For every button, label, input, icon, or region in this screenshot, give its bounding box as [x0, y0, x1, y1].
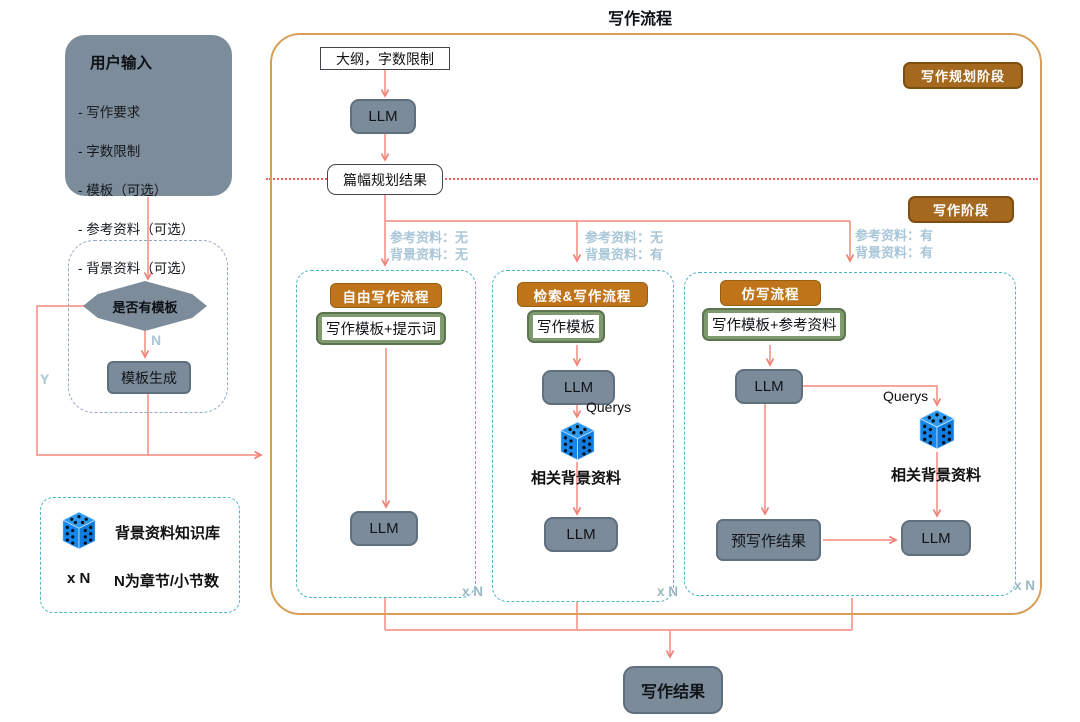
legend-repeat-label: x N	[67, 570, 91, 587]
flow-title-badge: 仿写流程	[720, 280, 821, 306]
flow-column-retrieval	[492, 270, 674, 602]
user-input-item: - 字数限制	[78, 143, 141, 159]
llm-node: LLM	[350, 511, 418, 546]
planning-result-node: 篇幅规划结果	[327, 164, 443, 195]
knowledge-base-cube-icon	[560, 421, 595, 461]
querys-label: Querys	[586, 399, 632, 415]
user-input-panel: 用户输入 - 写作要求 - 字数限制 - 模板（可选） - 参考资料（可选） -…	[65, 35, 232, 276]
template-node-label: 写作模板	[533, 315, 599, 338]
flow-title-badge: 自由写作流程	[330, 283, 442, 308]
planning-llm-node: LLM	[350, 99, 416, 134]
flow-title-badge: 检索&写作流程	[517, 282, 648, 307]
template-check-group	[68, 240, 228, 413]
template-generator-node: 模板生成	[107, 361, 191, 394]
branch-condition-label: 参考资料：无 背景资料：无	[390, 230, 469, 262]
decision-yes-label: Y	[40, 371, 50, 387]
repeat-label: x N	[462, 584, 484, 599]
user-input-item: - 参考资料（可选）	[78, 221, 195, 237]
main-flow-container	[270, 33, 1042, 615]
user-input-list: - 写作要求 - 字数限制 - 模板（可选） - 参考资料（可选） - 背景资料…	[78, 83, 194, 298]
llm-node: LLM	[901, 520, 971, 556]
user-input-title: 用户输入	[90, 55, 153, 72]
branch-condition-label: 参考资料：有 背景资料：有	[855, 228, 934, 260]
legend-panel: 背景资料知识库 x N N为章节/小节数	[40, 497, 240, 613]
flow-column-free	[296, 270, 476, 598]
querys-label: Querys	[883, 388, 929, 404]
template-node-label: 写作模板+参考资料	[708, 313, 841, 336]
flow-column-imitation	[684, 272, 1016, 596]
pre-result-node: 预写作结果	[716, 519, 821, 561]
flowchart-title: 写作流程	[607, 11, 672, 28]
repeat-label: x N	[1014, 578, 1036, 593]
decision-no-label: N	[151, 332, 162, 348]
knowledge-base-cube-icon	[919, 409, 955, 450]
llm-node: LLM	[544, 517, 618, 552]
planning-stage-badge: 写作规划阶段	[903, 62, 1023, 89]
user-input-item: - 背景资料（可选）	[78, 260, 195, 276]
knowledge-base-cube-icon	[62, 511, 96, 550]
outline-input-node: 大纲，字数限制	[320, 47, 450, 70]
llm-node: LLM	[735, 369, 803, 404]
user-input-item: - 模板（可选）	[78, 182, 168, 198]
writing-stage-badge: 写作阶段	[908, 196, 1014, 223]
branch-condition-label: 参考资料：无 背景资料：有	[585, 230, 664, 262]
repeat-label: x N	[657, 584, 679, 599]
result-node: 写作结果	[623, 666, 723, 714]
llm-node: LLM	[542, 370, 615, 405]
template-node: 写作模板	[527, 310, 605, 343]
user-input-item: - 写作要求	[78, 104, 141, 120]
legend-kb-label: 背景资料知识库	[115, 525, 221, 542]
retrieved-label: 相关背景资料	[531, 470, 622, 487]
template-node: 写作模板+参考资料	[702, 308, 847, 341]
retrieved-label: 相关背景资料	[891, 467, 982, 484]
template-node-label: 写作模板+提示词	[322, 317, 440, 340]
stage-divider-line	[266, 178, 1038, 180]
template-node: 写作模板+提示词	[316, 312, 446, 345]
legend-repeat-desc: N为章节/小节数	[114, 573, 220, 590]
